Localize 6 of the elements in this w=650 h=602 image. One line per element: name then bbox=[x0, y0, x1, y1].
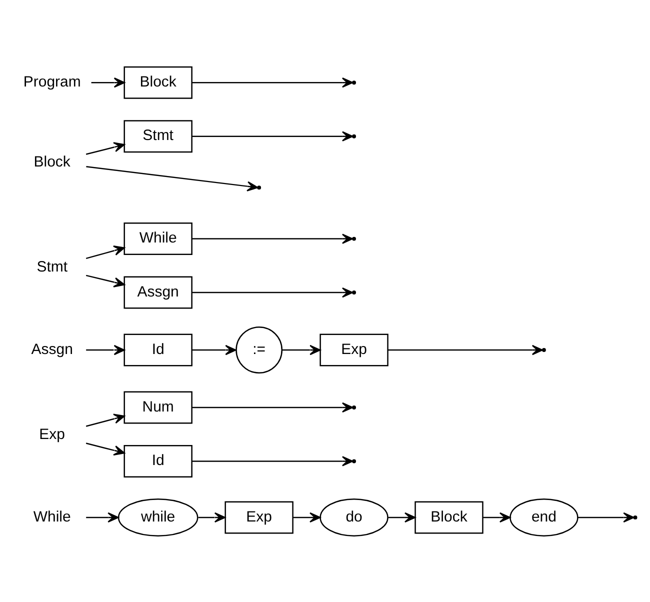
node-text: Block bbox=[34, 152, 70, 170]
node-text: Stmt bbox=[36, 258, 68, 275]
node-text: Program bbox=[23, 72, 81, 90]
node-text: While bbox=[33, 508, 71, 525]
node-text: Assgn bbox=[31, 340, 73, 358]
node-text: Exp bbox=[39, 425, 66, 442]
